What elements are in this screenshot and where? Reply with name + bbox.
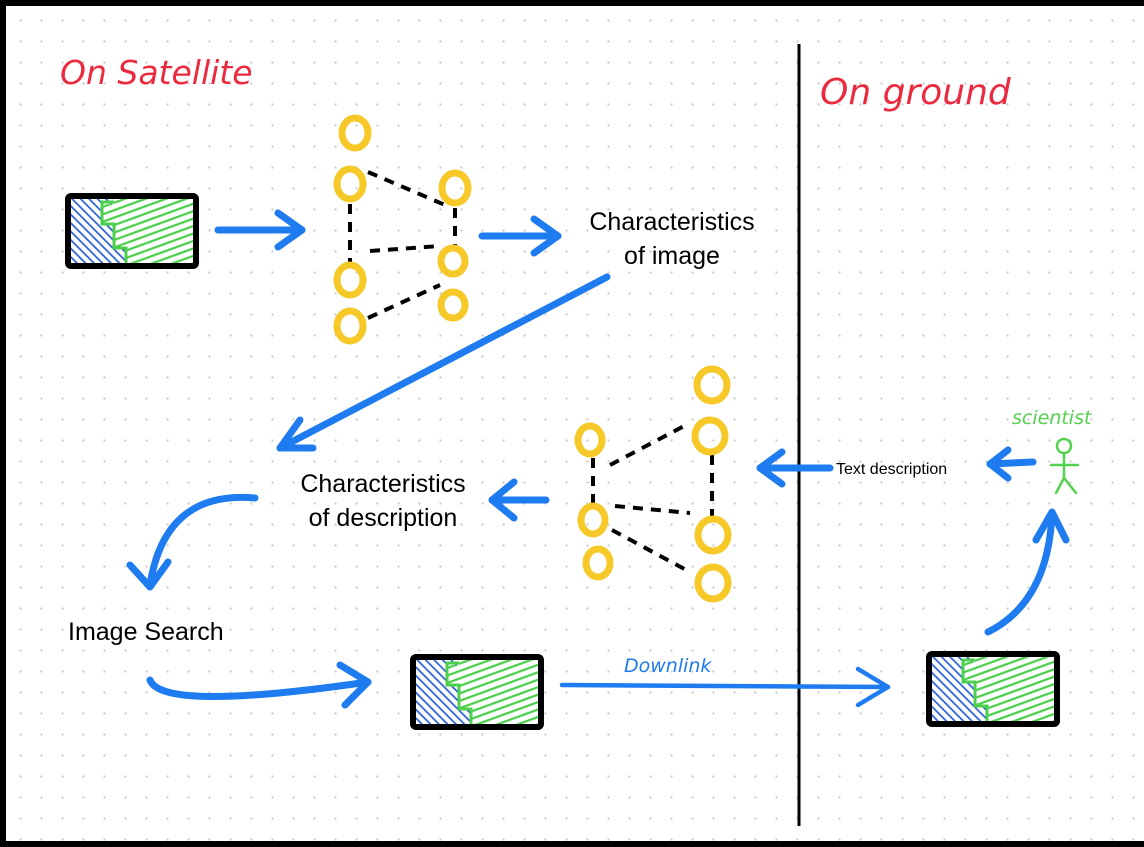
on-satellite-heading: On Satellite [60,53,253,92]
network-node [582,545,614,581]
network-node [333,261,367,299]
downlink-arrow [559,666,891,708]
network-node [338,114,372,152]
characteristics-of-description-label-line2: of description [309,504,458,532]
network-node [694,563,732,603]
arrow-search-to-result [146,661,372,709]
characteristics-of-description-label-line1: Characteristics [300,470,465,498]
scientist-stick-figure-icon [1049,437,1080,495]
arrow-encoder-to-description [488,478,550,522]
image-encoder-network [333,114,472,345]
network-node [333,165,367,203]
arrow-scientist-to-text [986,446,1037,482]
network-node [437,288,469,322]
text-encoder-network [574,365,732,603]
arrow-image-to-encoder [214,209,306,251]
network-node [333,307,367,345]
scientist-label: scientist [1012,407,1093,429]
arrow-description-to-search [126,493,259,591]
network-node [437,244,469,278]
text-description-label: Text description [836,461,947,478]
satellite-image-tile-input [68,196,196,266]
arrow-encoder-to-characteristics [478,215,562,257]
arrow-characteristics-to-description [276,273,611,452]
image-search-label: Image Search [68,618,224,646]
arrow-text-to-encoder [756,448,834,488]
satellite-image-tile-ground [929,654,1057,724]
network-node [694,515,732,555]
characteristics-of-image-label-line2: of image [624,242,720,270]
network-node [691,416,729,456]
network-node [438,169,472,207]
network-node [574,422,606,458]
satellite-image-tile-result [413,657,541,727]
network-node [693,365,731,405]
characteristics-of-image-label-line1: Characteristics [589,208,754,236]
network-node [577,502,609,538]
arrow-ground-image-to-scientist [984,508,1070,636]
on-ground-heading: On ground [820,72,1012,113]
downlink-label: Downlink [624,655,712,677]
